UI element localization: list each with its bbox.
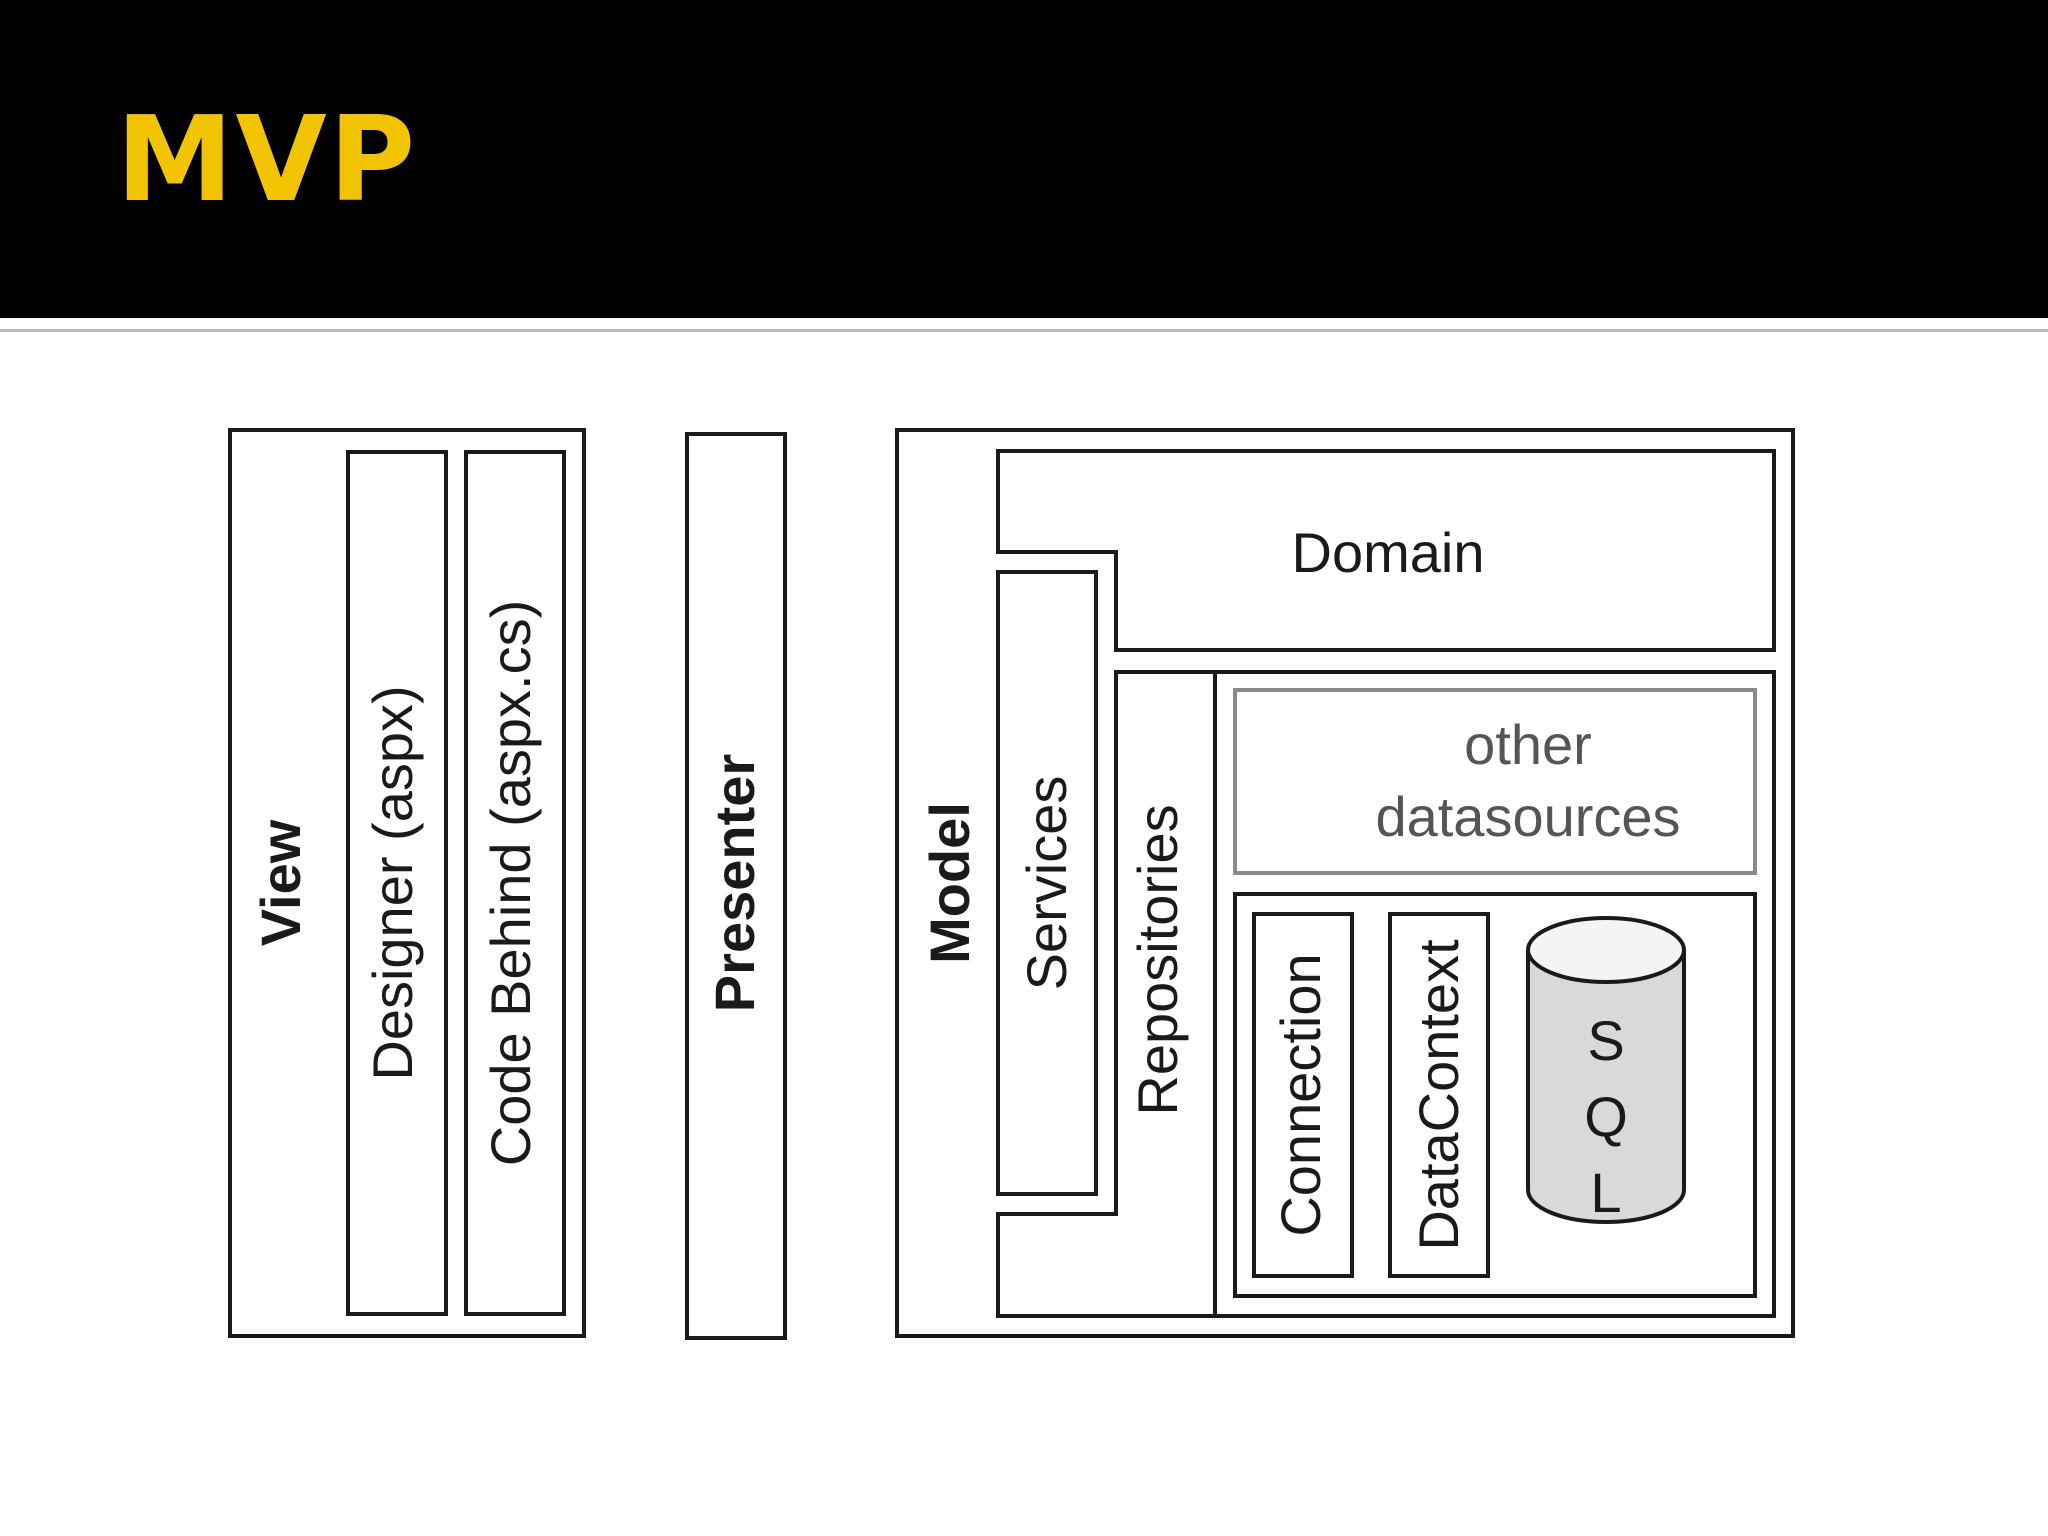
other-datasources-label-line1: other xyxy=(1464,713,1592,776)
domain-box xyxy=(996,449,1776,652)
other-datasources-label-line2: datasources xyxy=(1375,785,1680,848)
code-behind-box xyxy=(464,450,566,1316)
presenter-box xyxy=(685,432,787,1340)
designer-box xyxy=(346,450,448,1316)
title-divider xyxy=(0,329,2048,332)
model-group: Model Domain Repositories Services other… xyxy=(895,428,1795,1338)
sql-letter-l: L xyxy=(1590,1161,1621,1224)
code-behind-label: Code Behind (aspx.cs) xyxy=(479,600,542,1167)
mvp-architecture-diagram: View Designer (aspx) Code Behind (aspx.c… xyxy=(228,428,1795,1340)
view-group: View Designer (aspx) Code Behind (aspx.c… xyxy=(228,428,586,1338)
view-label: View xyxy=(249,819,312,946)
model-label: Model xyxy=(918,802,981,964)
services-box xyxy=(996,570,1098,1196)
designer-label: Designer (aspx) xyxy=(361,685,424,1080)
slide-title: MVP xyxy=(116,90,418,228)
repositories-label: Repositories xyxy=(1126,804,1189,1115)
other-datasources-box xyxy=(1233,688,1757,875)
database-cylinder-icon xyxy=(1526,916,1686,1224)
connection-box xyxy=(1252,912,1354,1278)
slide-title-bar: MVP xyxy=(0,0,2048,318)
domain-label: Domain xyxy=(1292,521,1485,584)
presenter-group: Presenter xyxy=(685,432,787,1340)
services-label: Services xyxy=(1015,776,1078,991)
diagram-panel: View Designer (aspx) Code Behind (aspx.c… xyxy=(180,380,1880,1510)
connection-label: Connection xyxy=(1269,953,1332,1236)
datacontext-label: DataContext xyxy=(1407,939,1470,1251)
sql-letter-s: S xyxy=(1587,1009,1624,1072)
sql-letter-q: Q xyxy=(1584,1085,1628,1148)
presenter-label: Presenter xyxy=(703,754,766,1012)
datacontext-box xyxy=(1388,912,1490,1278)
